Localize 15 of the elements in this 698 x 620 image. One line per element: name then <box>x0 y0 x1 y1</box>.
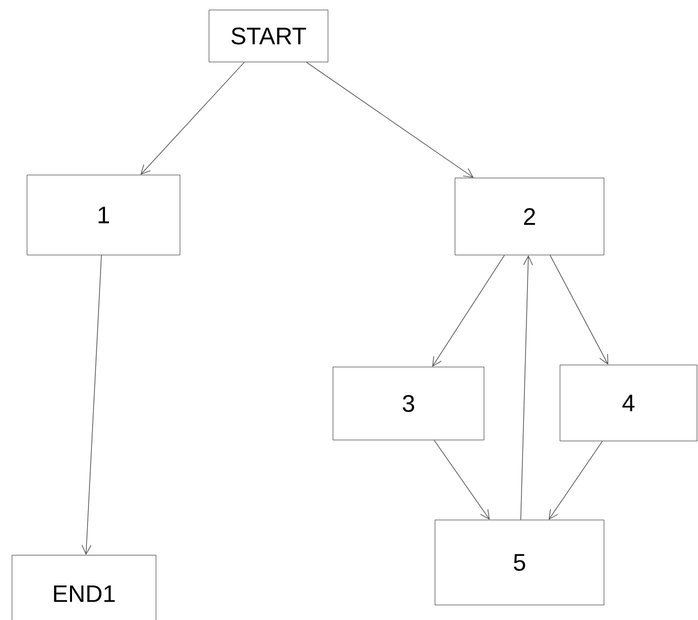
process-box: START <box>208 10 328 62</box>
arrow <box>140 62 245 175</box>
end-box: END1 <box>12 554 156 620</box>
process-box: 2 <box>454 178 604 256</box>
arrow <box>306 62 474 178</box>
arrow <box>434 440 490 520</box>
arrow <box>82 254 102 555</box>
process-box: 5 <box>434 520 604 606</box>
arrow <box>548 440 603 520</box>
arrow <box>520 255 533 520</box>
process-box: 3 <box>332 366 484 440</box>
arrow <box>432 254 505 367</box>
arrow <box>550 254 608 365</box>
process-box: 1 <box>26 174 180 256</box>
process-box: 4 <box>560 364 698 442</box>
